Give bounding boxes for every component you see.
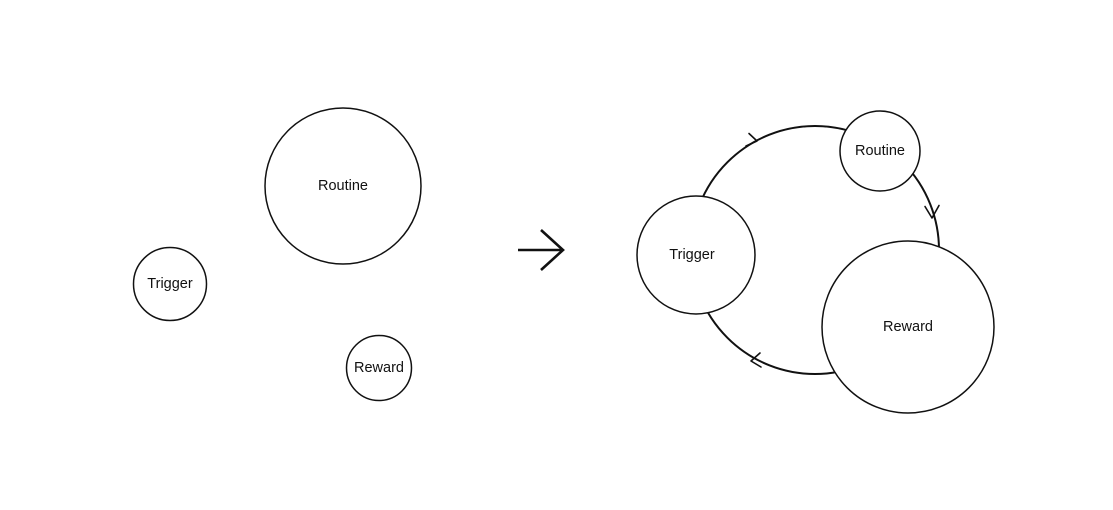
- before-trigger-node: Trigger: [132, 246, 208, 322]
- after-reward-node: Reward: [821, 240, 995, 414]
- before-trigger-label: Trigger: [147, 276, 193, 292]
- before-routine-label: Routine: [318, 178, 368, 194]
- cycle-arrowhead-icon: [924, 204, 940, 219]
- after-trigger-node: Trigger: [636, 195, 756, 315]
- before-group: Routine Trigger Reward: [132, 107, 422, 402]
- cycle-arrowhead-icon: [750, 352, 762, 368]
- after-reward-label: Reward: [883, 319, 933, 335]
- after-routine-node: Routine: [839, 110, 921, 192]
- after-trigger-label: Trigger: [669, 247, 715, 263]
- arrow-right-icon: [518, 229, 565, 271]
- after-routine-label: Routine: [855, 143, 905, 159]
- before-reward-label: Reward: [354, 360, 404, 376]
- after-group: Routine Trigger Reward: [636, 110, 995, 414]
- before-reward-node: Reward: [345, 334, 413, 402]
- before-routine-node: Routine: [264, 107, 422, 265]
- cycle-arrowhead-icon: [745, 132, 758, 147]
